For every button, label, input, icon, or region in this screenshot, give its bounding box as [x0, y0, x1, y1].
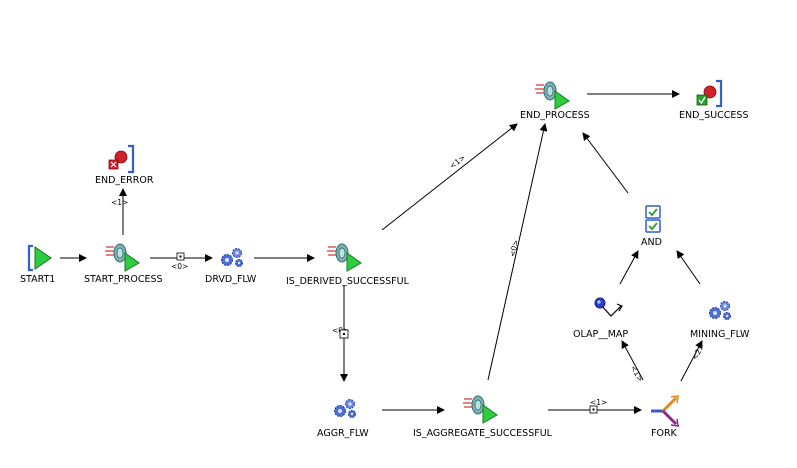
node-start1[interactable]: START1: [20, 244, 55, 285]
node-label-end-error: END_ERROR: [95, 175, 154, 186]
node-start-process[interactable]: START_PROCESS: [84, 243, 163, 285]
node-label-start1: START1: [20, 274, 55, 285]
end-error-icon: [108, 144, 135, 174]
edge-label-start-process-to-end-error: <1>: [111, 198, 128, 207]
gears-icon: [221, 248, 243, 267]
node-is-derived-successful[interactable]: IS_DERIVED_SUCCESSFUL: [286, 243, 410, 287]
gears-icon: [334, 399, 356, 418]
edge-is-derived-to-end-process[interactable]: [381, 123, 518, 231]
node-label-is-derived-successful: IS_DERIVED_SUCCESSFUL: [286, 276, 410, 287]
olap-map-icon: [594, 297, 623, 317]
end-success-icon: [696, 79, 723, 108]
edges: [60, 90, 703, 414]
node-label-mining-flw: MINING_FLW: [690, 329, 750, 340]
edge-fork-to-olap-map[interactable]: [621, 340, 644, 381]
node-and[interactable]: AND: [641, 205, 662, 248]
gears-icon: [709, 301, 731, 320]
edge-label-is-derived-to-aggr-flw: <0>: [332, 326, 349, 339]
node-is-aggregate-successful[interactable]: IS_AGGREGATE_SUCCESSFUL: [413, 395, 553, 439]
and-checkbox-icon: [645, 205, 661, 233]
node-olap-map[interactable]: OLAP__MAP: [573, 297, 628, 340]
subprocess-icon: [326, 243, 362, 272]
edge-label-fork-to-mining-flw: <2>: [690, 342, 706, 362]
node-label-end-process: END_PROCESS: [520, 110, 590, 121]
edge-label-fork-to-olap-map: <1>: [629, 364, 645, 384]
svg-text:<0>: <0>: [171, 262, 188, 271]
node-fork[interactable]: FORK: [651, 395, 679, 439]
edge-label-start-process-to-drvd-flw: <0>: [171, 252, 188, 271]
start-icon: [27, 244, 52, 272]
edge-mining-flw-to-and[interactable]: [676, 250, 701, 285]
edge-label-is-derived-to-end-process: <1>: [448, 153, 467, 171]
edge-label-is-aggregate-to-fork: <1>: [589, 398, 607, 414]
node-mining-flw[interactable]: MINING_FLW: [690, 301, 750, 341]
node-end-error[interactable]: END_ERROR: [95, 144, 154, 186]
fork-icon: [651, 395, 679, 427]
node-label-and: AND: [641, 237, 662, 248]
subprocess-icon: [534, 81, 570, 110]
subprocess-icon: [462, 395, 498, 424]
edge-olap-map-to-and[interactable]: [619, 250, 639, 285]
node-aggr-flw[interactable]: AGGR_FLW: [317, 399, 369, 440]
svg-text:<1>: <1>: [590, 398, 607, 407]
node-end-process[interactable]: END_PROCESS: [520, 81, 590, 121]
node-drvd-flw[interactable]: DRVD_FLW: [205, 248, 257, 286]
edge-fork-to-mining-flw[interactable]: [680, 340, 703, 382]
node-label-drvd-flw: DRVD_FLW: [205, 274, 257, 285]
node-label-end-success: END_SUCCESS: [679, 110, 749, 121]
node-end-success[interactable]: END_SUCCESS: [679, 79, 749, 121]
node-label-olap-map: OLAP__MAP: [573, 329, 628, 340]
node-label-aggr-flw: AGGR_FLW: [317, 428, 369, 439]
node-label-is-aggregate-successful: IS_AGGREGATE_SUCCESSFUL: [413, 428, 553, 439]
node-label-fork: FORK: [651, 428, 678, 439]
node-label-start-process: START_PROCESS: [84, 274, 163, 285]
subprocess-icon: [104, 243, 140, 272]
edge-and-to-end-process[interactable]: [582, 132, 629, 194]
edge-is-aggregate-to-end-process[interactable]: [487, 123, 548, 381]
edge-label-is-aggregate-to-end-process: <0>: [508, 239, 521, 258]
